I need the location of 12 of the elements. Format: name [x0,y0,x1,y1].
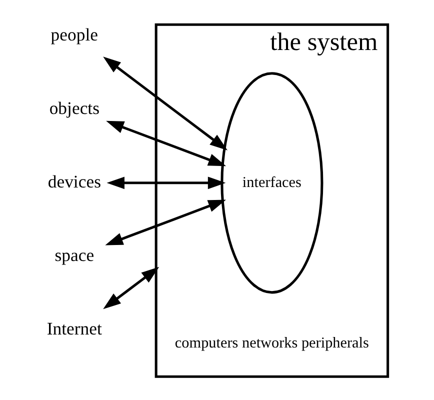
node-text: people [50,24,98,45]
node-text: devices [47,172,100,192]
node-text: computers networks peripherals [174,334,368,352]
node-text: Internet [46,318,102,338]
node-ellipse: interfaces [220,72,323,294]
arrow [106,176,226,190]
node-text: space [54,245,94,266]
arrow [104,200,226,246]
arrow [106,120,226,166]
arrow [102,56,228,150]
arrow [102,266,159,310]
node-text: objects [48,98,100,118]
